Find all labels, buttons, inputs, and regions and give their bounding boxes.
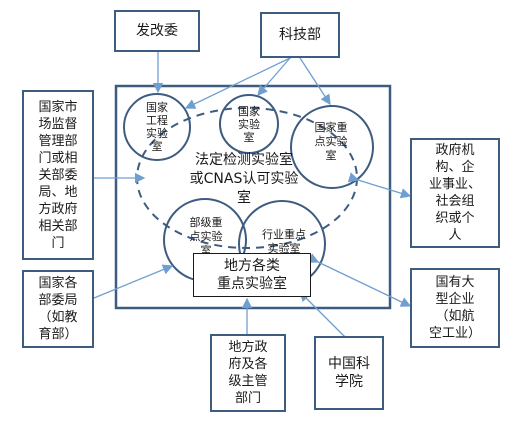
center-label: 法定检测实验室 或CNAS认可实验 室 [189, 151, 299, 206]
node-local-gov-label: 地方政 府及各 级主管 部门 [228, 340, 268, 406]
label-national-key-lab: 国家重 点实验 室 [314, 121, 348, 162]
arrow-gov-orgs [347, 172, 412, 199]
node-soe-label: 国有大 型企业 （如航 空工业） [428, 275, 481, 341]
node-cas: 中国科 学院 [314, 336, 384, 410]
node-market-regulator: 国家市 场监督 管理部 门或相 关部委 局、地 方政府 相关部 门 [22, 90, 94, 260]
node-ministries: 国家各 部委局 （如教 育部） [22, 270, 94, 348]
node-kejibu-label: 科技部 [279, 27, 321, 43]
node-ministries-label: 国家各 部委局 （如教 育部） [38, 276, 78, 342]
circle-national-lab [219, 94, 279, 154]
arrow-soe [307, 253, 412, 307]
node-local-key-lab: 地方各类 重点实验室 [193, 253, 311, 297]
node-kejibu: 科技部 [260, 12, 340, 58]
node-local-gov: 地方政 府及各 级主管 部门 [210, 334, 286, 412]
node-gov-orgs-label: 政府机 构、企 业事业、 社会组 织或个 人 [428, 143, 481, 243]
label-ministry-key-lab: 部级重 点实验 室 [189, 216, 223, 257]
circle-national-eng-lab [123, 93, 191, 161]
node-fagaiwei: 发改委 [114, 10, 200, 52]
node-market-regulator-label: 国家市 场监督 管理部 门或相 关部委 局、地 方政府 相关部 门 [38, 99, 78, 251]
label-national-eng-lab: 国家 工程 实验 室 [146, 101, 168, 153]
arrow-kejibu-b [299, 57, 331, 106]
circle-national-key-lab [290, 105, 374, 189]
label-industry-key-lab: 行业重点 实验室 [262, 228, 306, 255]
arrow-cas [299, 291, 355, 347]
node-cas-label: 中国科 学院 [328, 356, 370, 390]
node-gov-orgs: 政府机 构、企 业事业、 社会组 织或个 人 [410, 138, 500, 248]
node-local-key-lab-label: 地方各类 重点实验室 [217, 258, 287, 292]
arrow-kejibu-a [257, 47, 300, 96]
label-national-lab: 国家 实验 室 [238, 104, 260, 144]
arrow-kejibu-c [184, 57, 291, 109]
node-fagaiwei-label: 发改委 [136, 23, 178, 39]
node-soe: 国有大 型企业 （如航 空工业） [410, 268, 500, 348]
arrow-ministries [83, 264, 174, 307]
